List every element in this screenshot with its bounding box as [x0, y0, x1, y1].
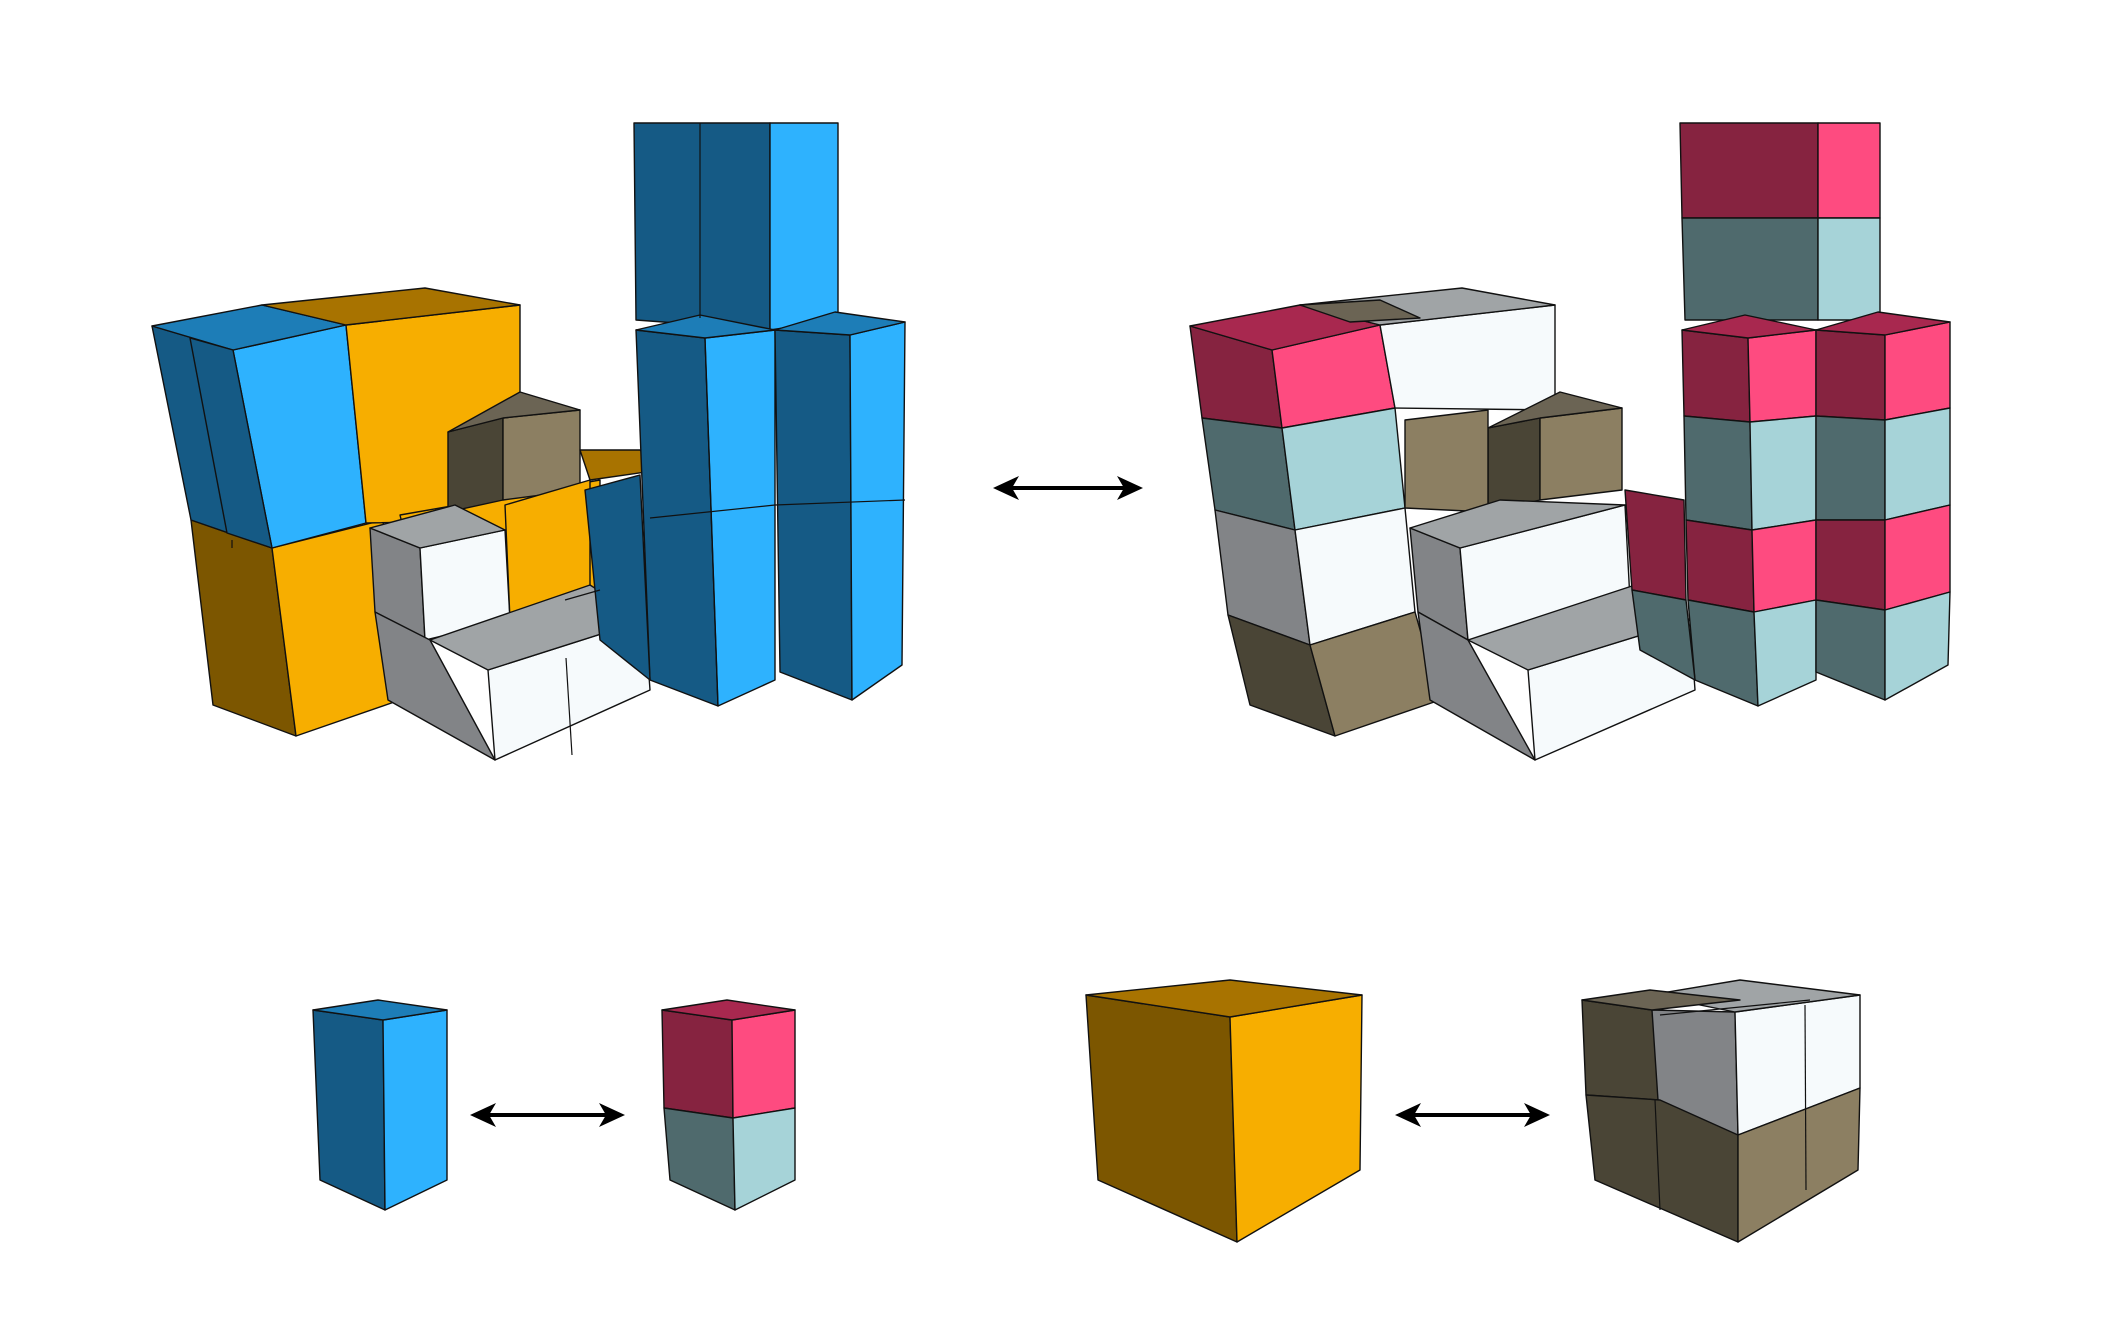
col-a-teal-side: [1749, 415, 1817, 531]
tall-top: [312, 999, 448, 1021]
col-a-pink-front: [1681, 329, 1751, 423]
arrowhead: [1117, 476, 1143, 500]
tower-top-pink-front: [1679, 122, 1819, 219]
mid-brown-side: [1539, 407, 1623, 501]
blue-tower-top-side: [769, 122, 839, 331]
cube-decomposed-seam: [1654, 1099, 1661, 1211]
blue-mid-block: [584, 474, 651, 681]
col-a-teal2-front: [1687, 599, 1759, 707]
assembly-original: [151, 122, 906, 761]
cube-brown-top: [1581, 989, 1741, 1011]
arrowhead: [599, 1103, 625, 1127]
tall-pink-front: [661, 1009, 734, 1119]
cube-front: [1085, 994, 1238, 1243]
tall-teal-side: [732, 1107, 796, 1211]
tower-top-pink-side: [1817, 122, 1881, 219]
assembly-original-seam: [565, 657, 573, 756]
brown-cube-front: [447, 417, 504, 513]
tower-top-teal-side: [1817, 217, 1881, 321]
arrowhead: [993, 476, 1019, 500]
assembly-original-seam: [774, 499, 906, 506]
cube-side: [1229, 994, 1363, 1243]
col-b-pink2-front: [1815, 519, 1886, 611]
mid-teal-front: [1631, 589, 1696, 681]
cube-brown-lower-side: [1737, 1087, 1861, 1243]
back-brown-top-patch: [1299, 299, 1421, 323]
tower-top-teal-front: [1681, 217, 1819, 321]
assembly-original-seam: [704, 337, 719, 707]
tall-teal-front: [663, 1107, 736, 1211]
col-b-teal-front: [1815, 415, 1886, 521]
cube-piece-decomposed: [1581, 979, 1861, 1243]
arrowhead: [470, 1103, 496, 1127]
blue-tower-top-front: [633, 122, 771, 331]
col-a-teal-front: [1683, 415, 1753, 531]
blue-tower-b-top: [774, 311, 906, 336]
arrowhead: [1524, 1103, 1550, 1127]
col-b-pink-side: [1884, 321, 1951, 421]
col-b-teal2-front: [1815, 599, 1886, 701]
stair-upper-top: [1409, 499, 1626, 549]
blue-upper-seam-face: [189, 337, 273, 549]
col-a-pink-side: [1747, 329, 1817, 423]
col-a-pink2-front: [1685, 519, 1755, 613]
col-b-pink-top: [1815, 311, 1951, 336]
brown-cube-top: [447, 391, 581, 433]
assembly-original-seam: [564, 589, 601, 601]
cube-decomposed-seam: [1804, 1004, 1807, 1191]
col-b-pink-front: [1815, 329, 1886, 421]
blue-tower-b-side: [849, 321, 906, 701]
cube-decomposed-seam: [1659, 999, 1811, 1016]
tall-piece-original: [312, 999, 448, 1211]
white-upper-top: [369, 504, 506, 549]
tall-pink-top: [661, 999, 796, 1021]
col-a-pink2-side: [1751, 519, 1817, 613]
mid-brown-back: [1404, 409, 1489, 513]
tall-piece-arrow: [470, 1103, 625, 1127]
mid-pink-front: [1624, 489, 1687, 601]
tall-piece-decomposed: [661, 999, 796, 1211]
main-arrow: [993, 476, 1143, 500]
tall-pink-side: [731, 1009, 796, 1119]
orange-back-top: [261, 287, 521, 326]
mid-brown-top: [1487, 391, 1623, 429]
cube-top: [1085, 979, 1363, 1018]
assembly-original-seam: [649, 504, 776, 519]
arrowhead: [1395, 1103, 1421, 1127]
col-b-teal-side: [1884, 407, 1951, 521]
cube-piece-arrow: [1395, 1103, 1550, 1127]
blue-tower-b-front: [774, 329, 853, 701]
cube-brown-front: [1581, 999, 1661, 1101]
col-b-teal2-side: [1884, 591, 1951, 701]
assembly-decomposed: [1189, 122, 1951, 761]
mid-brown-front: [1487, 417, 1541, 513]
tall-side: [382, 1009, 448, 1211]
tall-front: [312, 1009, 386, 1211]
cube-piece-original: [1085, 979, 1363, 1243]
col-a-teal2-side: [1753, 599, 1817, 707]
